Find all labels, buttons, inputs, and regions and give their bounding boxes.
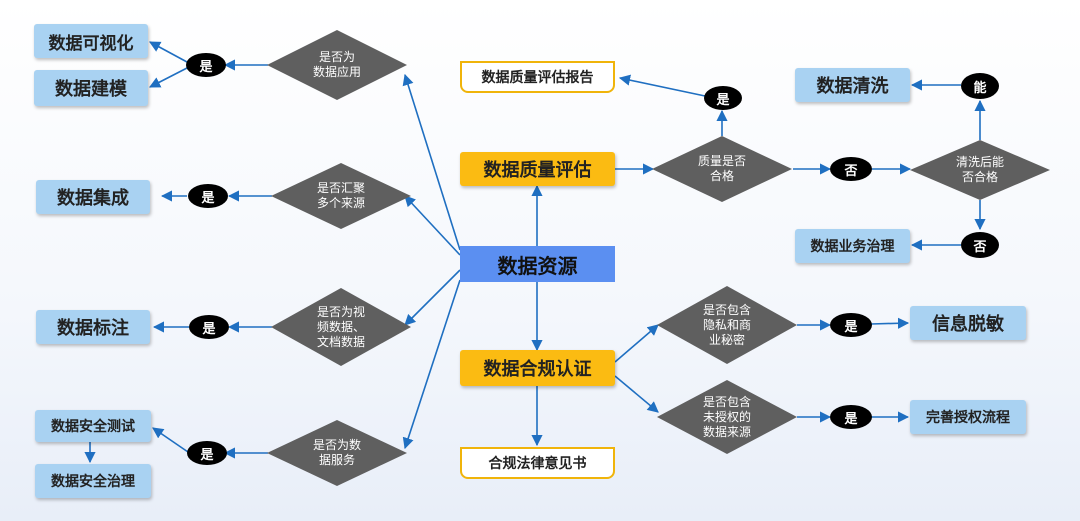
decision-diamond-quality xyxy=(652,136,792,202)
decision-diamond-unauthorized xyxy=(657,380,797,454)
edge-compliance-to-privacy xyxy=(614,324,659,363)
edge-compliance-to-unauthorized xyxy=(614,375,659,413)
decision-text-data-app: 是否为 数据应用 xyxy=(312,50,361,79)
label-no-clean: 否 xyxy=(961,232,999,258)
decision-diamond-data-app xyxy=(267,30,407,100)
edge-yes-to-security-test xyxy=(152,427,189,453)
decision-text-service: 是否为数 据服务 xyxy=(312,438,361,467)
edge-yes-to-modeling xyxy=(149,67,188,88)
node-data-resources: 数据资源 xyxy=(460,246,615,282)
decision-text-media: 是否为视 频数据、 文档数据 xyxy=(316,304,365,349)
decision-text-multi-source: 是否汇聚 多个来源 xyxy=(316,181,365,210)
edge-center-to-service xyxy=(402,279,461,450)
decision-diamond-service xyxy=(267,420,407,486)
decision-text-quality: 质量是否 合格 xyxy=(697,154,746,183)
decision-diamond-privacy xyxy=(657,286,797,364)
node-data-visualization: 数据可视化 xyxy=(34,24,148,58)
node-data-compliance-certification: 数据合规认证 xyxy=(460,350,615,386)
node-data-annotation: 数据标注 xyxy=(36,310,150,344)
node-data-quality-report: 数据质量评估报告 xyxy=(460,61,615,93)
label-yes-data-app: 是 xyxy=(186,53,226,77)
decision-text-privacy: 是否包含 隐私和商 业秘密 xyxy=(702,302,751,347)
label-no-quality: 否 xyxy=(830,157,872,181)
decision-diamond-multi-source xyxy=(271,163,411,229)
edge-center-to-multi-source xyxy=(404,195,461,256)
edge-center-to-media xyxy=(404,269,461,326)
edge-yes-to-desensitize xyxy=(870,317,910,329)
node-data-security-governance: 数据安全治理 xyxy=(35,464,151,498)
label-yes-unauthorized: 是 xyxy=(830,405,872,429)
node-improve-authorization-process: 完善授权流程 xyxy=(910,400,1026,434)
decision-text-unauthorized: 是否包含 未授权的 数据来源 xyxy=(702,394,751,439)
decision-diamond-clean xyxy=(910,140,1050,200)
node-data-cleaning: 数据清洗 xyxy=(795,68,910,102)
edge-yes-to-quality-report xyxy=(618,74,706,97)
edge-center-to-data-app xyxy=(402,73,461,251)
label-yes-privacy: 是 xyxy=(830,313,872,337)
node-data-quality-evaluation: 数据质量评估 xyxy=(460,152,615,186)
label-yes-quality: 是 xyxy=(704,86,742,110)
node-data-modeling: 数据建模 xyxy=(34,70,148,106)
decision-diamond-media xyxy=(271,288,411,366)
node-data-security-test: 数据安全测试 xyxy=(35,410,151,442)
label-can-clean: 能 xyxy=(961,73,999,99)
label-yes-media: 是 xyxy=(189,315,229,339)
label-yes-multi-source: 是 xyxy=(188,184,228,208)
node-data-integration: 数据集成 xyxy=(36,180,150,214)
node-data-business-governance: 数据业务治理 xyxy=(795,229,910,263)
node-information-desensitization: 信息脱敏 xyxy=(910,306,1026,340)
decision-text-clean: 清洗后能 否合格 xyxy=(955,155,1004,184)
node-compliance-legal-opinion: 合规法律意见书 xyxy=(460,447,615,479)
label-yes-service: 是 xyxy=(187,441,227,465)
edge-yes-to-visualization xyxy=(149,41,188,63)
